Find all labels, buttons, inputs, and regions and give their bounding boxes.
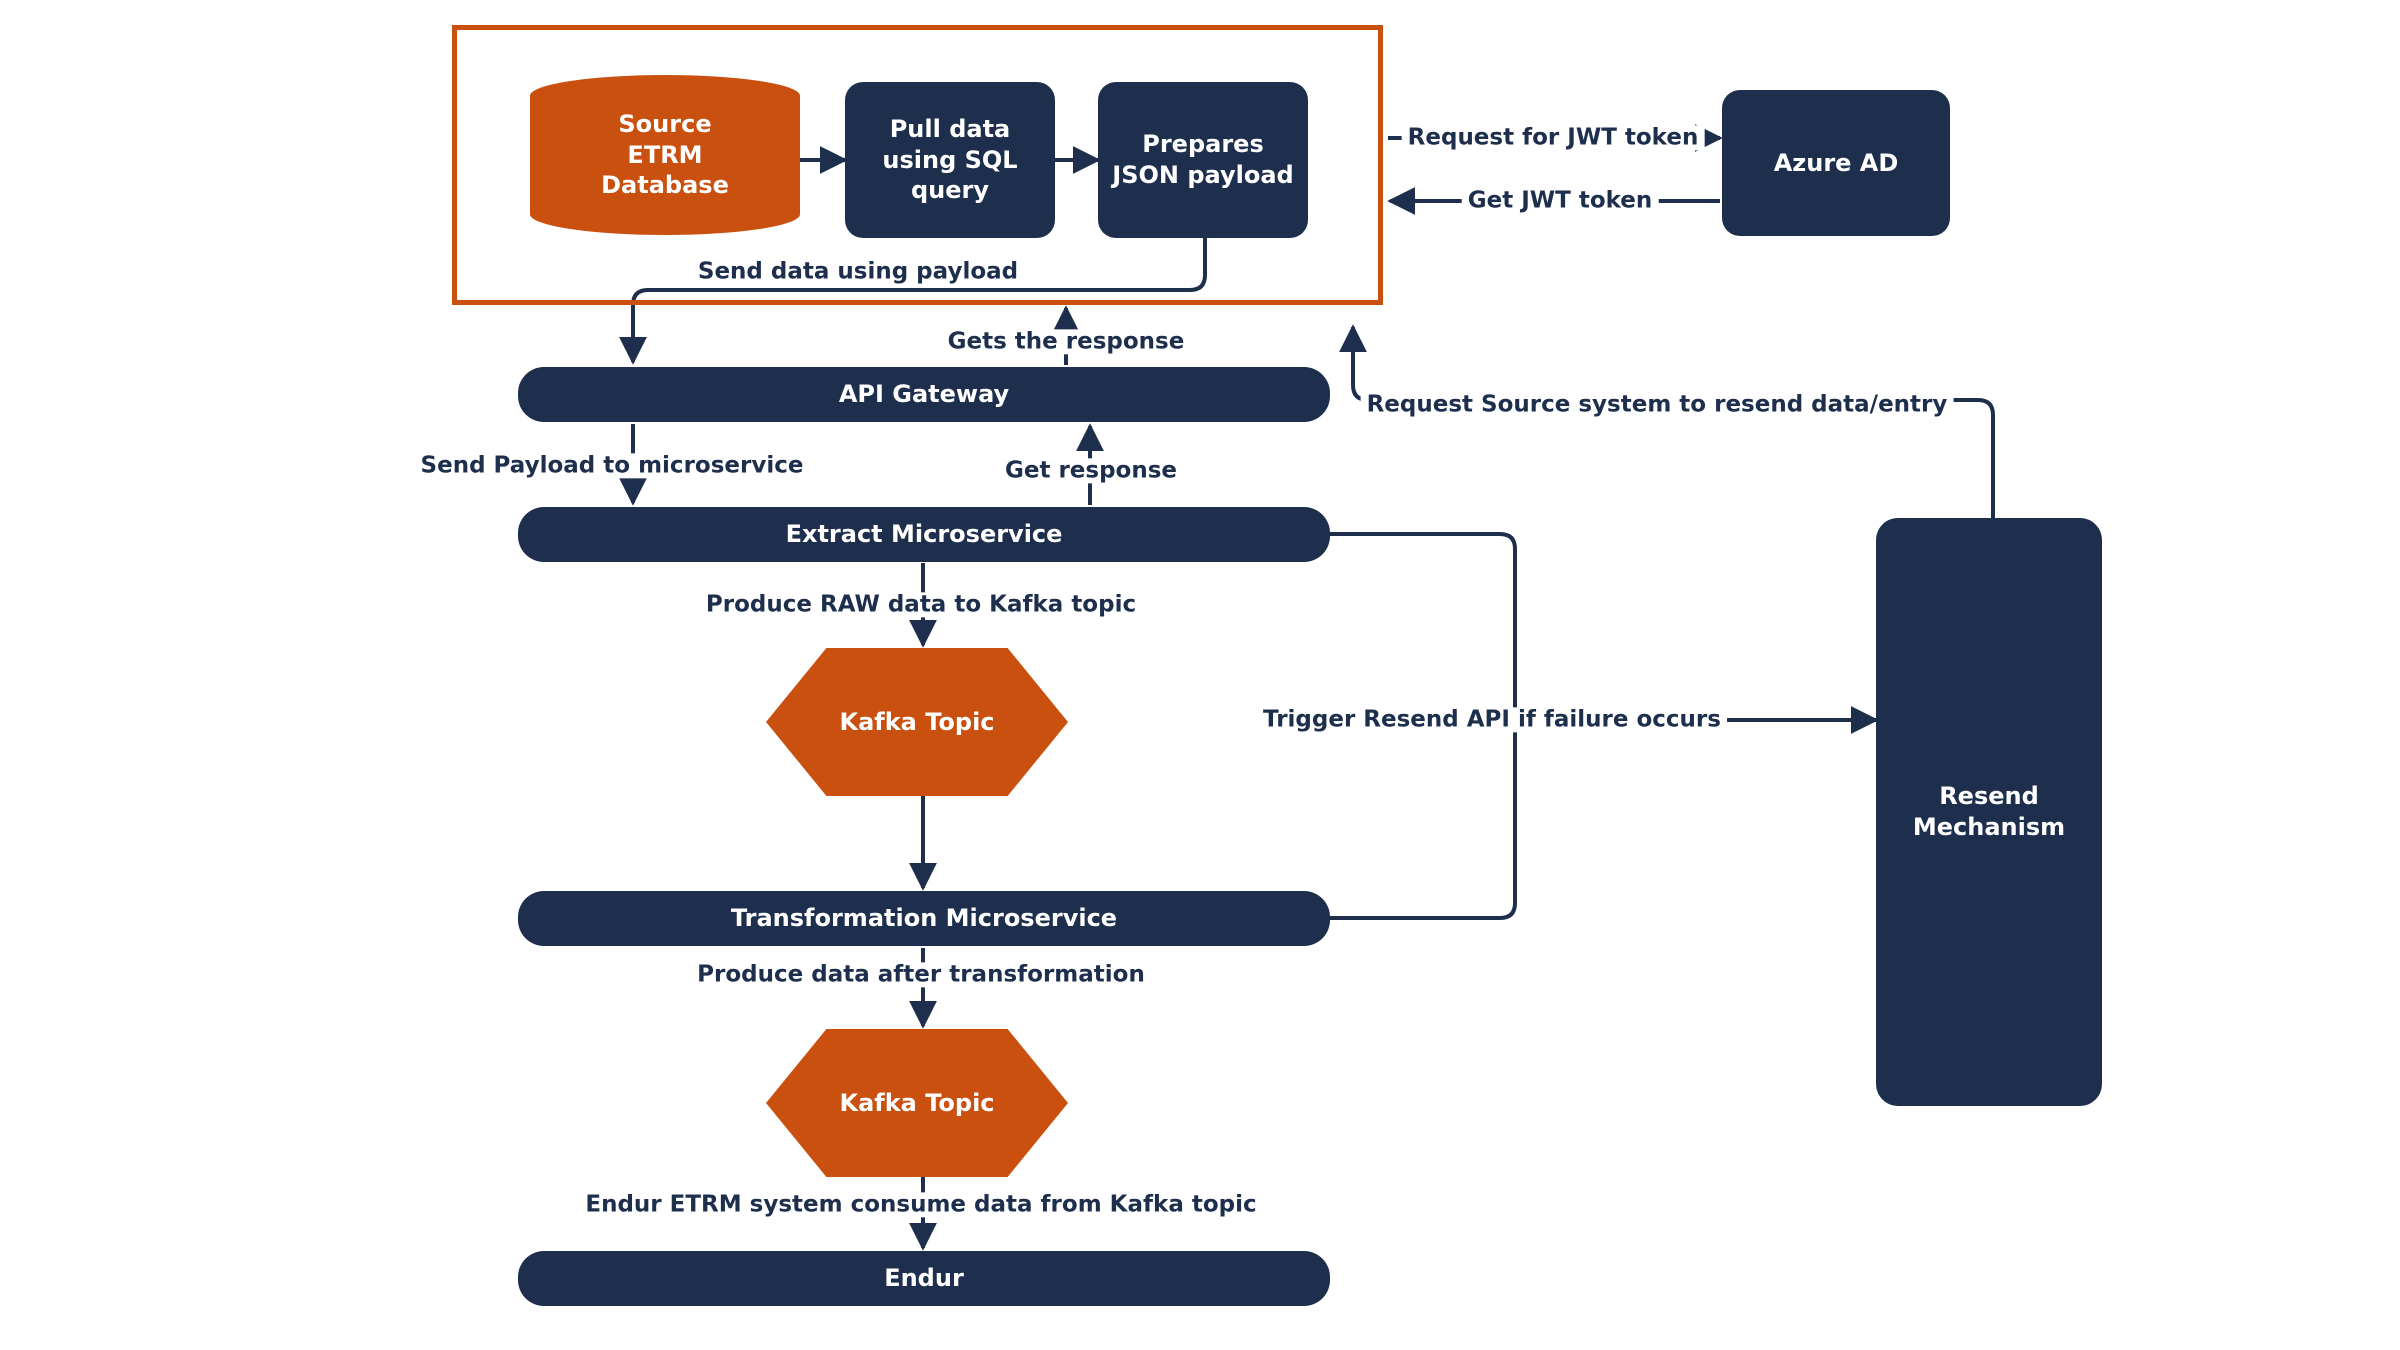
node-api-gateway-label: API Gateway: [838, 380, 1010, 409]
edge-label-get-response: Get response: [998, 458, 1184, 484]
node-transformation-microservice[interactable]: Transformation Microservice: [518, 891, 1330, 946]
hexagon-body: [766, 648, 1068, 796]
node-azure-ad-label: Azure AD: [1773, 148, 1899, 177]
node-resend-mechanism[interactable]: Resend Mechanism: [1876, 518, 2102, 1106]
edge-label-send-data: Send data using payload: [691, 259, 1025, 285]
node-resend-mechanism-label: Resend Mechanism: [1912, 782, 2066, 841]
node-pull-data-sql-label: Pull data using SQL query: [882, 114, 1018, 205]
edge-label-produce-transformed: Produce data after transformation: [691, 962, 1151, 988]
cylinder-body: [530, 75, 800, 235]
node-prepares-json-payload-label: Prepares JSON payload: [1112, 130, 1294, 189]
edge-transform-to-resend-bus: [1330, 720, 1517, 920]
node-endur-label: Endur: [884, 1264, 964, 1293]
edge-label-get-jwt: Get JWT token: [1461, 188, 1659, 214]
node-prepares-json-payload[interactable]: Prepares JSON payload: [1098, 82, 1308, 238]
node-extract-microservice-label: Extract Microservice: [785, 520, 1063, 549]
node-source-etrm-database[interactable]: Source ETRM Database: [530, 75, 800, 235]
edge-label-consume-endur: Endur ETRM system consume data from Kafk…: [579, 1192, 1263, 1218]
node-api-gateway[interactable]: API Gateway: [518, 367, 1330, 422]
node-pull-data-sql[interactable]: Pull data using SQL query: [845, 82, 1055, 238]
edge-label-gets-response: Gets the response: [941, 329, 1191, 355]
edge-label-request-resend: Request Source system to resend data/ent…: [1360, 392, 1954, 418]
node-kafka-topic-transformed[interactable]: Kafka Topic: [766, 1029, 1068, 1177]
node-source-etrm-database-label: Source ETRM Database: [601, 109, 729, 200]
node-kafka-topic-raw[interactable]: Kafka Topic: [766, 648, 1068, 796]
hexagon-body: [766, 1029, 1068, 1177]
edge-label-produce-raw: Produce RAW data to Kafka topic: [699, 592, 1143, 618]
node-extract-microservice[interactable]: Extract Microservice: [518, 507, 1330, 562]
node-transformation-microservice-label: Transformation Microservice: [730, 904, 1118, 933]
node-endur[interactable]: Endur: [518, 1251, 1330, 1306]
node-kafka-topic-raw-label: Kafka Topic: [839, 707, 995, 736]
edge-label-request-jwt: Request for JWT token: [1401, 125, 1705, 151]
node-kafka-topic-transformed-label: Kafka Topic: [839, 1088, 995, 1117]
edge-label-send-payload-microservice: Send Payload to microservice: [414, 453, 810, 479]
edge-label-trigger-resend: Trigger Resend API if failure occurs: [1257, 707, 1727, 733]
node-azure-ad[interactable]: Azure AD: [1722, 90, 1950, 236]
edge-extract-to-resend-bus: [1330, 532, 1517, 720]
edge-request-resend: [1339, 324, 1995, 518]
